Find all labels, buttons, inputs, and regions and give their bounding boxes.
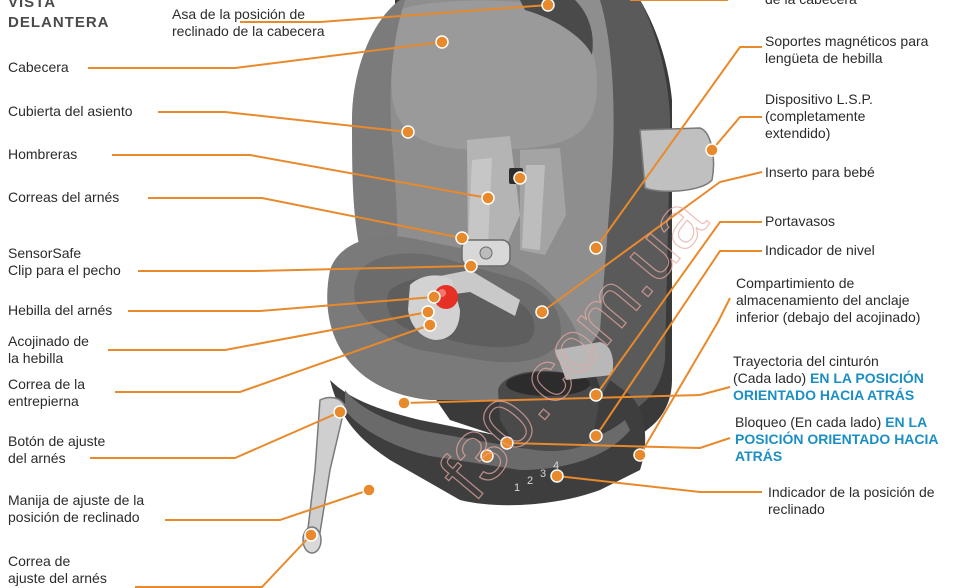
- dot-hebilla: [428, 291, 440, 303]
- dot-compartimiento: [634, 449, 646, 461]
- dot-asa: [542, 0, 554, 11]
- label-boton-ajuste: Botón de ajuste del arnés: [8, 433, 105, 467]
- label-manija: Manija de ajuste de la posición de recli…: [8, 492, 144, 526]
- label-boton-ajuste-line2: del arnés: [8, 450, 105, 467]
- base-number-3: 3: [540, 468, 546, 480]
- label-indicador-reclinado-line1: Indicador de la posición de: [768, 484, 935, 501]
- label-acojinado-line1: Acojinado de: [8, 333, 89, 350]
- label-hombreras: Hombreras: [8, 146, 77, 163]
- dot-portavasos: [590, 389, 602, 401]
- label-compartimiento-line1: Compartimiento de: [736, 275, 920, 292]
- label-lsp-line3: extendido): [765, 125, 873, 142]
- label-trayectoria-line1: Trayectoria del cinturón: [733, 353, 924, 370]
- label-portavasos: Portavasos: [765, 213, 835, 230]
- dot-lsp: [706, 144, 718, 156]
- chest-clip-button: [480, 247, 492, 259]
- label-trayectoria-line2a: (Cada lado): [733, 370, 810, 386]
- label-cabecera-top: de la cabecera: [765, 0, 857, 8]
- label-correas-arnes: Correas del arnés: [8, 189, 119, 206]
- label-cubierta: Cubierta del asiento: [8, 103, 133, 120]
- dot-nivel-2: [514, 172, 526, 184]
- dot-cubierta: [402, 126, 414, 138]
- label-correa-ajuste-line1: Correa de: [8, 553, 107, 570]
- label-manija-line1: Manija de ajuste de la: [8, 492, 144, 509]
- dot-indicador: [551, 470, 563, 482]
- adjust-handle: [306, 398, 345, 545]
- dot-entrepierna: [424, 319, 436, 331]
- label-nivel: Indicador de nivel: [765, 242, 875, 259]
- label-asa: Asa de la posición de reclinado de la ca…: [172, 6, 325, 40]
- label-sensorsafe: SensorSafe Clip para el pecho: [8, 245, 121, 279]
- label-lsp-line1: Dispositivo L.S.P.: [765, 91, 873, 108]
- label-boton-ajuste-line1: Botón de ajuste: [8, 433, 105, 450]
- label-correa-entrepierna-line1: Correa de la: [8, 376, 85, 393]
- base-number-1: 1: [514, 482, 520, 494]
- dot-cabecera: [436, 36, 448, 48]
- label-correa-ajuste-line2: ajuste del arnés: [8, 570, 107, 587]
- leader-boton: [90, 412, 340, 458]
- dot-acojinado: [422, 306, 434, 318]
- dot-correa-ajuste: [305, 529, 317, 541]
- label-manija-line2: posición de reclinado: [8, 509, 144, 526]
- label-trayectoria-line2b: EN LA POSICIÓN: [810, 370, 924, 386]
- view-title: VISTA DELANTERA: [8, 0, 110, 31]
- leader-correa-ajuste: [135, 535, 311, 587]
- dot-trayectoria: [398, 397, 410, 409]
- label-indicador-reclinado-line2: reclinado: [768, 501, 935, 518]
- dot-correas: [456, 232, 468, 244]
- leader-manija: [165, 490, 369, 520]
- dot-manija: [363, 484, 375, 496]
- label-hebilla: Hebilla del arnés: [8, 302, 112, 319]
- label-acojinado-line2: la hebilla: [8, 350, 89, 367]
- label-correa-entrepierna-line2: entrepierna: [8, 393, 85, 410]
- label-correa-entrepierna: Correa de la entrepierna: [8, 376, 85, 410]
- label-trayectoria: Trayectoria del cinturón (Cada lado) EN …: [733, 353, 924, 404]
- label-correa-ajuste: Correa de ajuste del arnés: [8, 553, 107, 587]
- label-inserto: Inserto para bebé: [765, 164, 875, 181]
- label-asa-line2: reclinado de la cabecera: [172, 23, 325, 40]
- view-title-line1: VISTA: [8, 0, 110, 11]
- label-bloqueo: Bloqueo (En cada lado) EN LA POSICIÓN OR…: [735, 414, 939, 465]
- label-sensorsafe-line1: SensorSafe: [8, 245, 121, 262]
- dot-boton: [334, 406, 346, 418]
- label-trayectoria-line3: ORIENTADO HACIA ATRÁS: [733, 387, 924, 404]
- lsp-device: [640, 128, 714, 191]
- base-number-2: 2: [527, 475, 533, 487]
- label-lsp: Dispositivo L.S.P. (completamente extend…: [765, 91, 873, 142]
- label-compartimiento: Compartimiento de almacenamiento del anc…: [736, 275, 920, 326]
- label-soportes-line2: lengüeta de hebilla: [765, 50, 928, 67]
- label-asa-line1: Asa de la posición de: [172, 6, 325, 23]
- dot-sensorsafe: [465, 260, 477, 272]
- label-indicador-reclinado: Indicador de la posición de reclinado: [768, 484, 935, 518]
- label-compartimiento-line2: almacenamiento del anclaje: [736, 292, 920, 309]
- label-acojinado: Acojinado de la hebilla: [8, 333, 89, 367]
- label-bloqueo-line1a: Bloqueo (En cada lado): [735, 414, 885, 430]
- view-title-line2: DELANTERA: [8, 14, 110, 31]
- label-compartimiento-line3: inferior (debajo del acojinado): [736, 309, 920, 326]
- label-trayectoria-line2: (Cada lado) EN LA POSICIÓN: [733, 370, 924, 387]
- label-bloqueo-line1: Bloqueo (En cada lado) EN LA: [735, 414, 939, 431]
- label-sensorsafe-line2: Clip para el pecho: [8, 262, 121, 279]
- dot-hombreras: [482, 192, 494, 204]
- label-cabecera: Cabecera: [8, 59, 69, 76]
- label-soportes-line1: Soportes magnéticos para: [765, 33, 928, 50]
- label-bloqueo-line2: POSICIÓN ORIENTADO HACIA: [735, 431, 939, 448]
- label-bloqueo-line3: ATRÁS: [735, 448, 939, 465]
- label-lsp-line2: (completamente: [765, 108, 873, 125]
- label-soportes: Soportes magnéticos para lengüeta de heb…: [765, 33, 928, 67]
- label-bloqueo-line1b: EN LA: [885, 414, 927, 430]
- dot-nivel: [590, 430, 602, 442]
- leader-lsp: [712, 117, 762, 150]
